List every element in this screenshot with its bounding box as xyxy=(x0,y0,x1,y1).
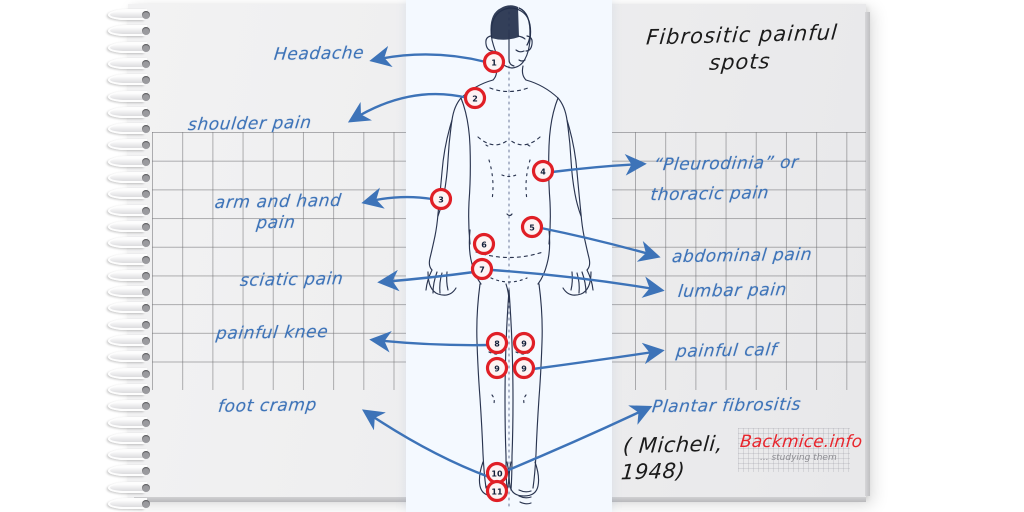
label-headache: Headache xyxy=(272,43,366,65)
anatomy-figure-panel xyxy=(406,0,612,512)
logo-tagline: ... studying them xyxy=(760,453,837,463)
label-pleurodinia: “Pleurodinia” or thoracic pain xyxy=(649,152,800,206)
spiral-coil xyxy=(106,416,154,430)
spiral-coil xyxy=(106,464,154,478)
spiral-coil xyxy=(106,122,154,136)
spiral-coil xyxy=(106,171,154,185)
spiral-coil xyxy=(106,269,154,283)
spiral-binding xyxy=(104,0,156,512)
label-sciatic-pain: sciatic pain xyxy=(238,269,345,291)
spiral-coil xyxy=(106,73,154,87)
spiral-coil xyxy=(106,383,154,397)
spiral-coil xyxy=(106,301,154,315)
spiral-coil xyxy=(106,8,154,22)
spiral-coil xyxy=(106,57,154,71)
spiral-coil xyxy=(106,155,154,169)
spiral-coil xyxy=(106,24,154,38)
spiral-coil xyxy=(106,220,154,234)
spiral-coil xyxy=(106,41,154,55)
label-shoulder-pain: shoulder pain xyxy=(186,112,313,136)
label-plantar-fibrositis: Plantar fibrositis xyxy=(650,394,803,418)
label-arm-and-hand-pain: arm and hand pain xyxy=(213,190,343,234)
spiral-coil xyxy=(106,448,154,462)
spiral-coil xyxy=(106,187,154,201)
spiral-coil xyxy=(106,481,154,495)
spiral-coil xyxy=(106,253,154,267)
label-painful-knee: painful knee xyxy=(214,321,330,345)
spiral-coil xyxy=(106,318,154,332)
spiral-coil xyxy=(106,90,154,104)
source-citation: ( Micheli, 1948) xyxy=(620,431,724,485)
label-painful-calf: painful calf xyxy=(674,340,779,362)
spiral-coil xyxy=(106,334,154,348)
label-foot-cramp: foot cramp xyxy=(216,395,319,417)
spiral-coil xyxy=(106,106,154,120)
spiral-coil xyxy=(106,236,154,250)
human-body-diagram xyxy=(425,5,594,509)
spiral-coil xyxy=(106,367,154,381)
logo-wordmark: Backmice.info xyxy=(739,432,864,452)
spiral-coil xyxy=(106,497,154,511)
spiral-coil xyxy=(106,399,154,413)
spiral-coil xyxy=(106,350,154,364)
spiral-coil xyxy=(106,432,154,446)
label-lumbar-pain: lumbar pain xyxy=(676,280,789,302)
backmice-logo[interactable]: Backmice.info ... studying them xyxy=(738,428,863,472)
spiral-coil xyxy=(106,204,154,218)
page-title: Fibrositic painful spots xyxy=(645,20,839,76)
spiral-coil xyxy=(106,138,154,152)
spiral-coil xyxy=(106,285,154,299)
page-edge-right xyxy=(865,12,870,496)
label-abdominal-pain: abdominal pain xyxy=(670,244,814,268)
